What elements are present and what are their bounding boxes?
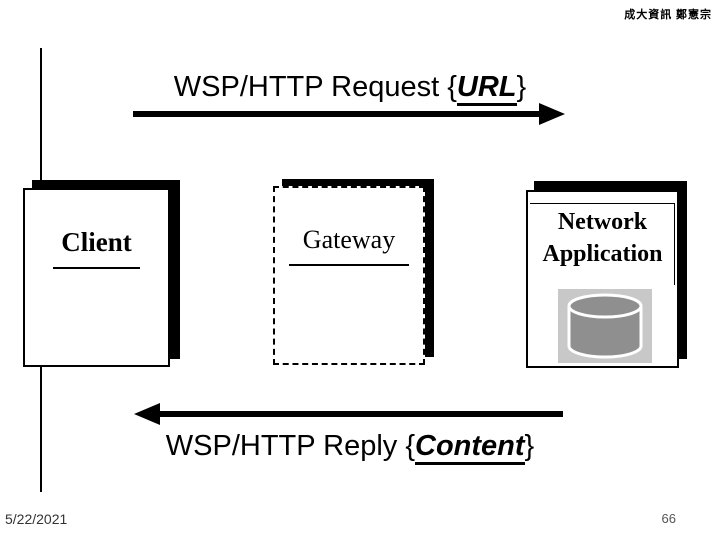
reply-label-suffix: }: [524, 430, 535, 462]
request-arrow-right-icon: [539, 103, 565, 125]
footer-date: 5/22/2021: [5, 511, 68, 527]
footer-page-number: 66: [661, 511, 676, 526]
network-application-inner-frame: [530, 203, 675, 285]
client-label: Client: [53, 227, 140, 269]
reply-label-content: Content: [415, 432, 525, 465]
network-application-label: Network Application: [528, 206, 677, 271]
request-label-prefix: WSP/HTTP Request {: [173, 71, 457, 103]
reply-arrow-shaft: [159, 411, 563, 417]
request-flow-label: WSP/HTTP Request {URL}: [120, 71, 580, 106]
gateway-label: Gateway: [288, 225, 410, 266]
gateway-box: Gateway: [273, 186, 425, 365]
reply-flow-label: WSP/HTTP Reply {Content}: [120, 430, 580, 465]
request-arrow-shaft: [133, 111, 539, 117]
reply-arrow-left-icon: [134, 403, 160, 425]
request-label-suffix: }: [516, 71, 527, 103]
credit-text: 成大資訊 鄭憲宗: [624, 9, 712, 21]
network-application-label-line1: Network: [557, 209, 648, 235]
network-application-label-line2: Application: [542, 241, 663, 268]
reply-label-prefix: WSP/HTTP Reply {: [165, 430, 416, 462]
network-application-box: Network Application: [526, 190, 679, 368]
client-box: Client: [23, 188, 170, 367]
database-cylinder-icon: [558, 289, 652, 363]
request-label-url: URL: [456, 73, 517, 106]
